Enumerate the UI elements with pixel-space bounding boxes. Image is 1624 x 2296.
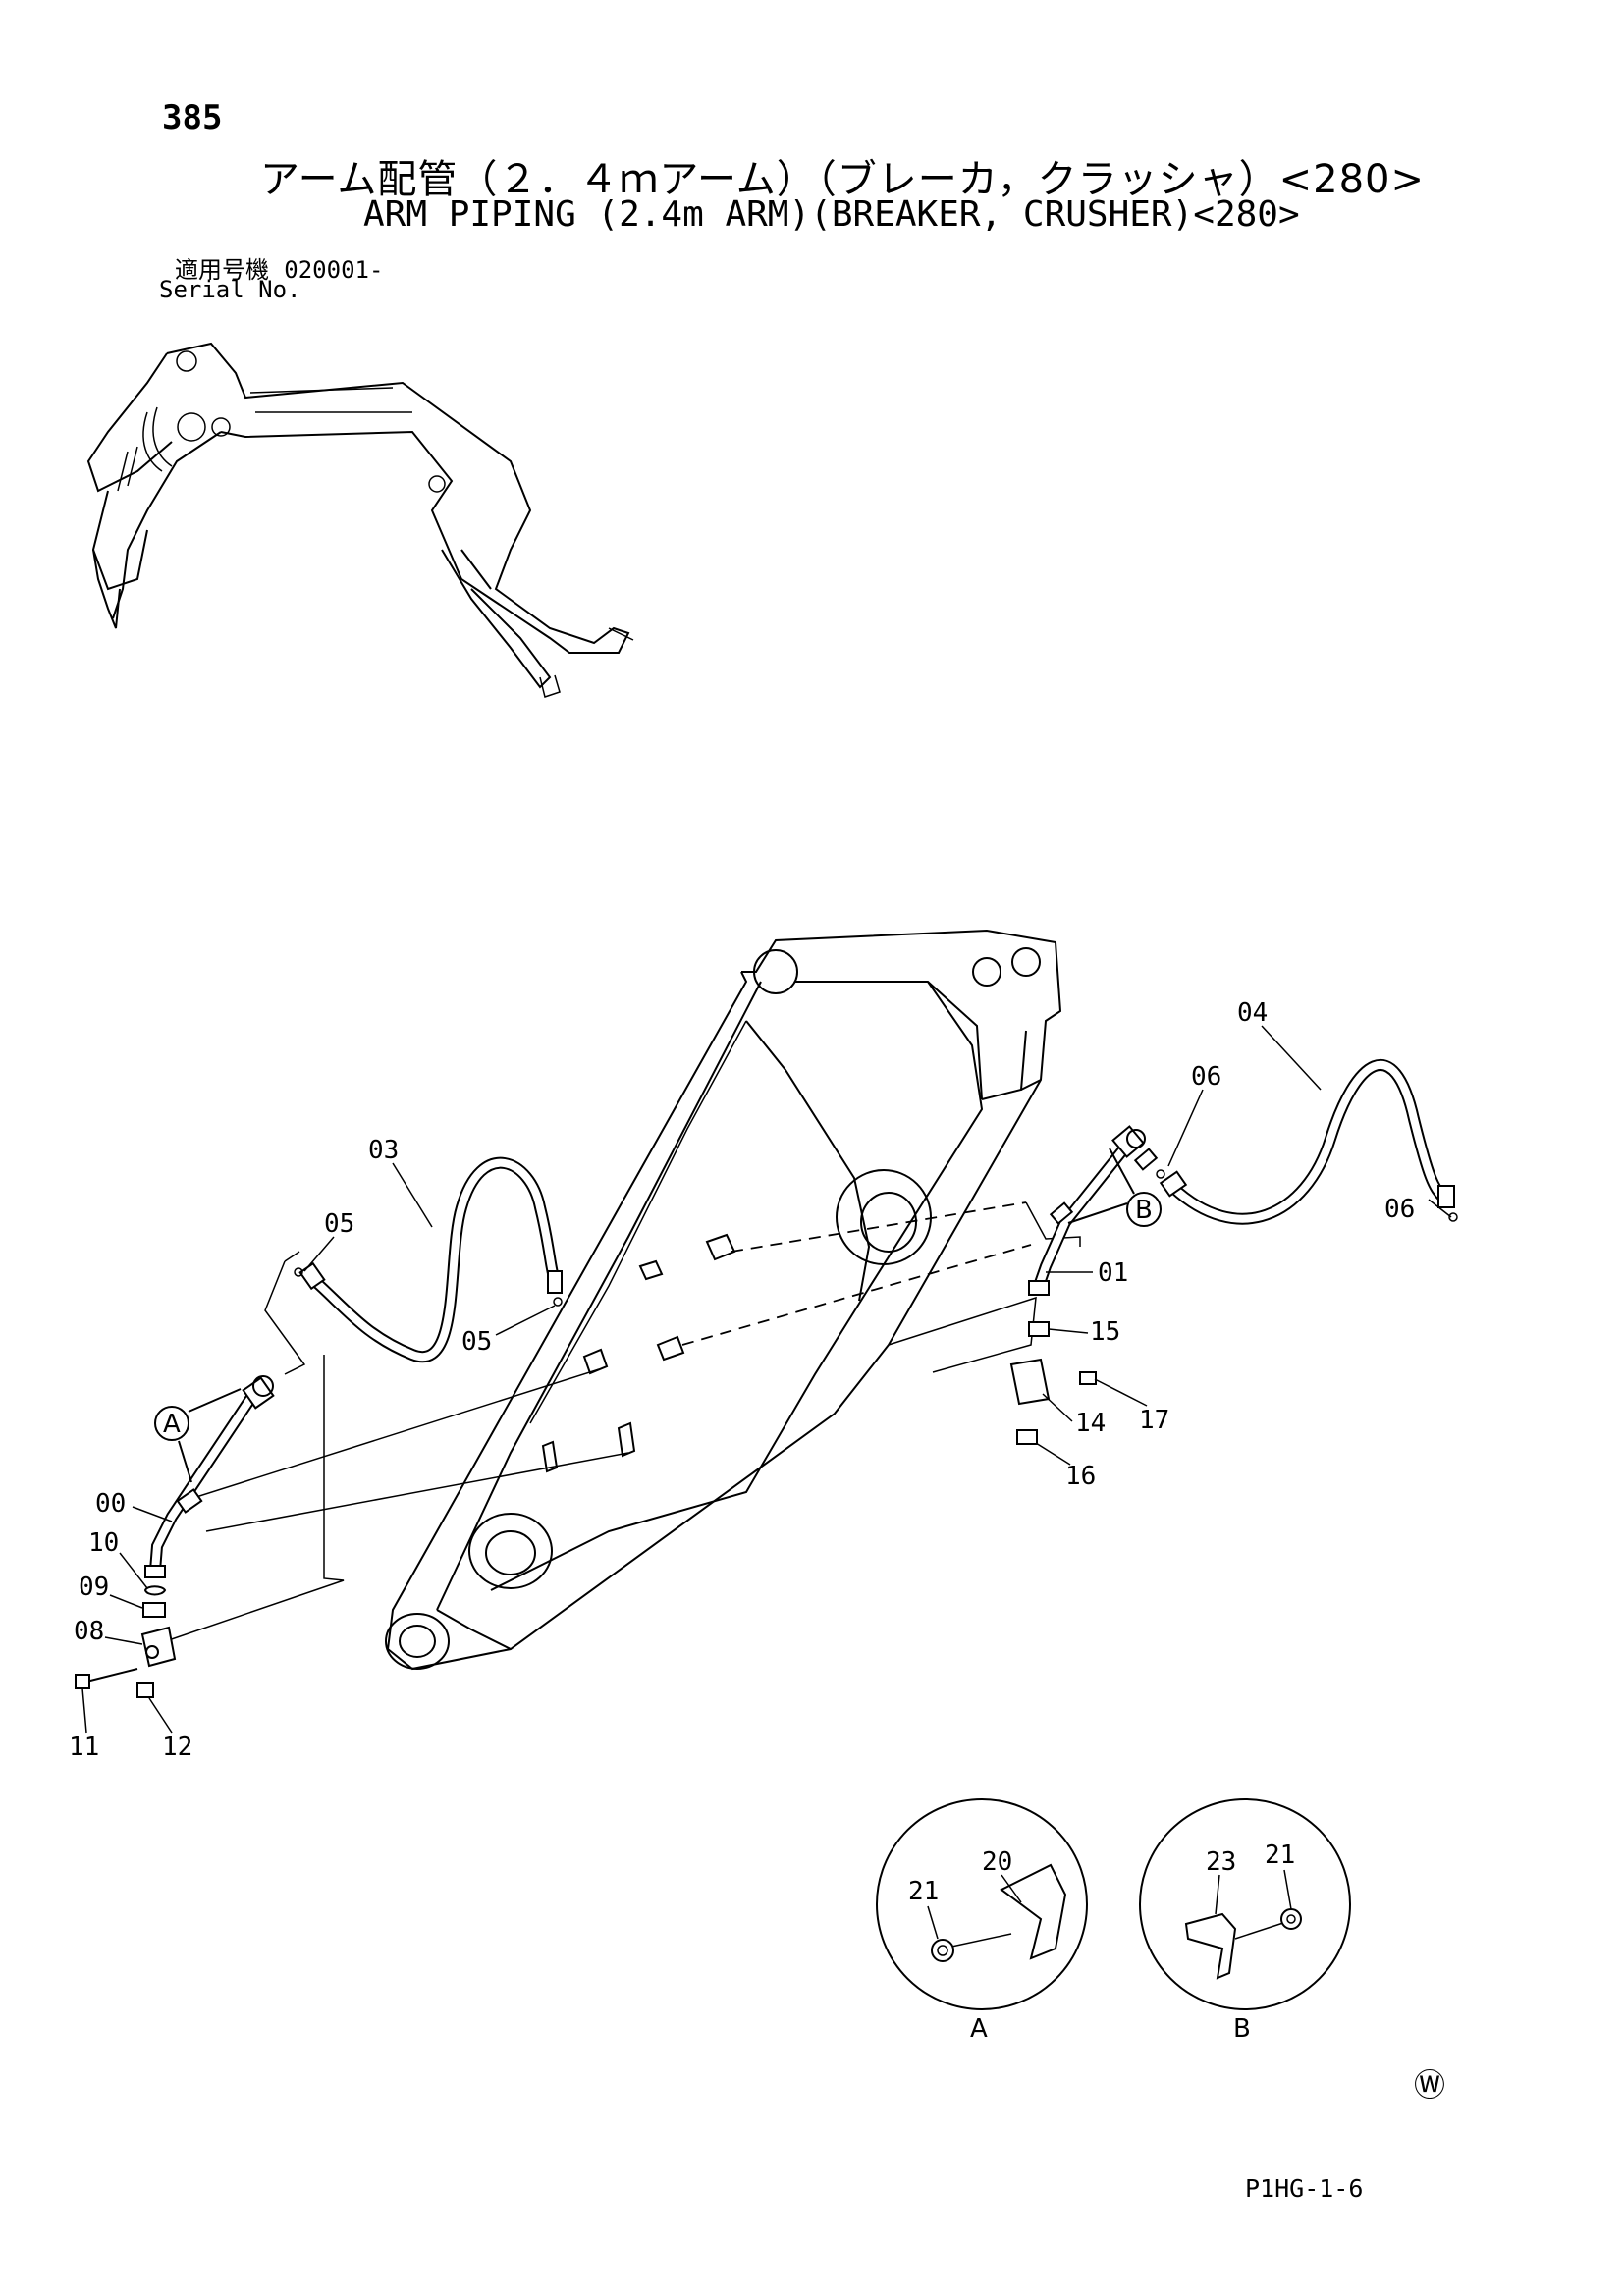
callout-00: 00 [95,1489,126,1519]
callout-14: 14 [1075,1409,1106,1438]
serial-number-row: 適用号機 020001- [175,250,383,285]
callout-10: 10 [88,1528,119,1558]
page-number: 385 [162,98,223,137]
callout-08: 08 [74,1617,104,1646]
serial-number-value: 020001- [284,256,384,284]
leader-lines [156,1201,1081,1645]
detail-view-b: 23 21 B [1139,1798,1351,2044]
callout-12: 12 [162,1733,192,1762]
detail-b-part-21: 21 [1265,1841,1295,1870]
callout-11: 11 [69,1733,99,1762]
page-title-english: ARM PIPING (2.4m ARM)(BREAKER, CRUSHER)<… [363,194,1300,235]
serial-label-japanese: 適用号機 [175,256,269,284]
detail-b-label: B [1233,2014,1251,2044]
callout-15: 15 [1090,1317,1120,1347]
watermark-symbol: Ⓦ [1414,2066,1445,2104]
reference-circle-a [154,1406,189,1441]
page-title-japanese: アーム配管（２．４ｍアーム）（ブレーカ，クラッシャ）<280> [260,157,1425,202]
callout-09: 09 [79,1573,109,1602]
callout-06-upper: 06 [1191,1062,1221,1092]
detail-a-part-21: 21 [908,1877,939,1906]
callout-labels: 03 05 05 00 10 09 08 11 12 04 06 06 01 1… [69,998,1452,1762]
callout-05-upper: 05 [324,1209,354,1239]
detail-b-part-23: 23 [1206,1847,1236,1877]
right-pipe-assembly [1009,1058,1458,1445]
serial-label-english: Serial No. [159,276,301,303]
overview-illustration [86,342,634,698]
callout-03: 03 [368,1136,399,1165]
detail-view-a: 20 21 A [876,1798,1088,2044]
drawing-code: P1HG-1-6 [1245,2174,1364,2203]
callout-17: 17 [1139,1406,1169,1435]
callout-01: 01 [1098,1258,1128,1288]
reference-label-b: B [1135,1196,1153,1225]
left-pipe-assembly [75,1156,563,1698]
reference-circle-b [1126,1192,1162,1227]
detail-a-label: A [970,2014,988,2044]
detail-a-part-20: 20 [982,1847,1012,1877]
arm-structure [385,929,1062,1671]
callout-06-right: 06 [1384,1195,1415,1224]
callout-05-lower: 05 [461,1327,492,1357]
reference-label-a: A [163,1410,181,1439]
callout-04: 04 [1237,998,1268,1028]
callout-16: 16 [1065,1462,1096,1491]
